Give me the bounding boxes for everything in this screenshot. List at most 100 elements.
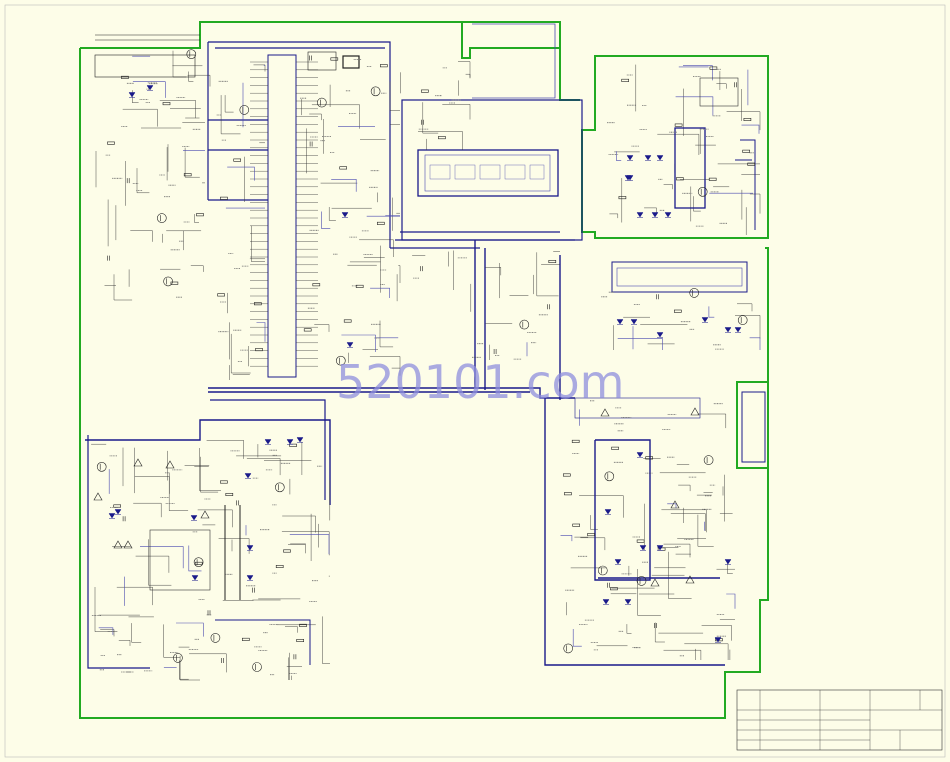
resistor xyxy=(196,213,204,217)
resistor xyxy=(254,302,262,306)
wire-segment xyxy=(654,622,665,643)
diode xyxy=(286,439,294,445)
diode xyxy=(656,155,664,161)
wire-segment xyxy=(133,502,162,518)
diode xyxy=(636,452,644,458)
diode xyxy=(616,319,624,325)
resistor xyxy=(121,75,129,79)
wire-segment xyxy=(389,81,400,111)
wire-segment xyxy=(134,476,170,494)
wire-segment xyxy=(159,100,196,119)
capacitor xyxy=(293,654,297,660)
capacitor xyxy=(734,82,737,88)
wire-segment xyxy=(741,124,760,134)
wire-segment xyxy=(663,184,673,190)
resistor xyxy=(217,293,225,297)
wire-segment xyxy=(616,151,622,161)
resistor xyxy=(379,64,388,68)
diode xyxy=(636,212,644,218)
resistor xyxy=(742,149,751,153)
wire-segment xyxy=(661,509,707,533)
wire-segment xyxy=(314,324,330,332)
wire-segment xyxy=(749,337,761,350)
warning-triangle xyxy=(113,540,123,549)
transistor xyxy=(96,461,107,472)
wire-segment xyxy=(697,413,727,429)
resistor xyxy=(645,456,654,460)
audio-amplifier-ic xyxy=(611,261,748,293)
diode xyxy=(630,319,638,325)
capacitor xyxy=(607,582,610,588)
resistor xyxy=(376,221,385,225)
wire-segment xyxy=(184,147,200,178)
transistor xyxy=(689,288,700,298)
resistor xyxy=(355,284,364,288)
wire-segment xyxy=(657,133,700,155)
resistor xyxy=(743,118,752,122)
wire-segment xyxy=(442,104,471,120)
wire-segment xyxy=(727,562,733,574)
resistor xyxy=(636,539,645,543)
cpu-ic xyxy=(207,41,391,378)
resistor xyxy=(283,549,291,553)
resistor xyxy=(312,283,321,287)
warning-triangle xyxy=(650,578,660,587)
wire-segment xyxy=(398,265,401,283)
vertical-output-ic xyxy=(574,397,720,581)
capacitor xyxy=(107,255,110,261)
wire-segment xyxy=(132,81,166,98)
wire-segment xyxy=(172,50,187,78)
wire-segment xyxy=(132,90,139,103)
main-board-top-right-outline xyxy=(559,48,580,101)
transistor xyxy=(157,213,167,223)
diode xyxy=(656,545,664,551)
diode xyxy=(602,599,610,605)
wire-segment xyxy=(670,513,706,531)
wire-segment xyxy=(321,211,331,229)
wire-segment xyxy=(418,131,463,150)
transistor xyxy=(210,633,221,643)
capacitor xyxy=(126,178,130,184)
diode xyxy=(341,212,349,218)
resistor xyxy=(708,177,717,181)
main-board-outline xyxy=(79,48,769,719)
warning-triangle xyxy=(133,458,143,467)
diode xyxy=(614,559,622,565)
wire-segment xyxy=(341,334,376,352)
wire-segment xyxy=(188,545,202,572)
wire-segment xyxy=(140,546,184,569)
wire-segment xyxy=(726,593,736,609)
diode xyxy=(701,317,709,323)
resistor xyxy=(572,523,581,527)
resistor xyxy=(421,89,429,93)
wire-segment xyxy=(246,458,281,476)
transistor xyxy=(519,319,530,330)
video-processor-cells xyxy=(429,164,545,180)
wire-segment xyxy=(309,113,322,121)
wire-segment xyxy=(251,225,265,262)
resistor xyxy=(113,504,121,508)
resistor xyxy=(548,259,557,263)
power-wires xyxy=(98,55,761,668)
wire-segment xyxy=(118,640,131,646)
diode xyxy=(108,513,116,519)
diode xyxy=(639,545,647,551)
wire-segment xyxy=(289,534,330,555)
transistor xyxy=(193,557,204,568)
resistor xyxy=(587,533,595,537)
diode xyxy=(651,212,659,218)
diode xyxy=(624,599,632,605)
main-bus-wires xyxy=(85,240,725,666)
transistor xyxy=(697,187,708,197)
wire-segment xyxy=(285,626,298,633)
components xyxy=(93,49,756,672)
resistor xyxy=(562,473,571,477)
wire-segment xyxy=(176,622,204,637)
wire-segment xyxy=(179,660,189,680)
signal-wires xyxy=(91,50,761,681)
wire-segment xyxy=(220,95,241,135)
transistor xyxy=(563,643,574,654)
wire-segment xyxy=(206,440,244,459)
wire-segment xyxy=(230,333,251,374)
wire-segment xyxy=(148,539,172,586)
